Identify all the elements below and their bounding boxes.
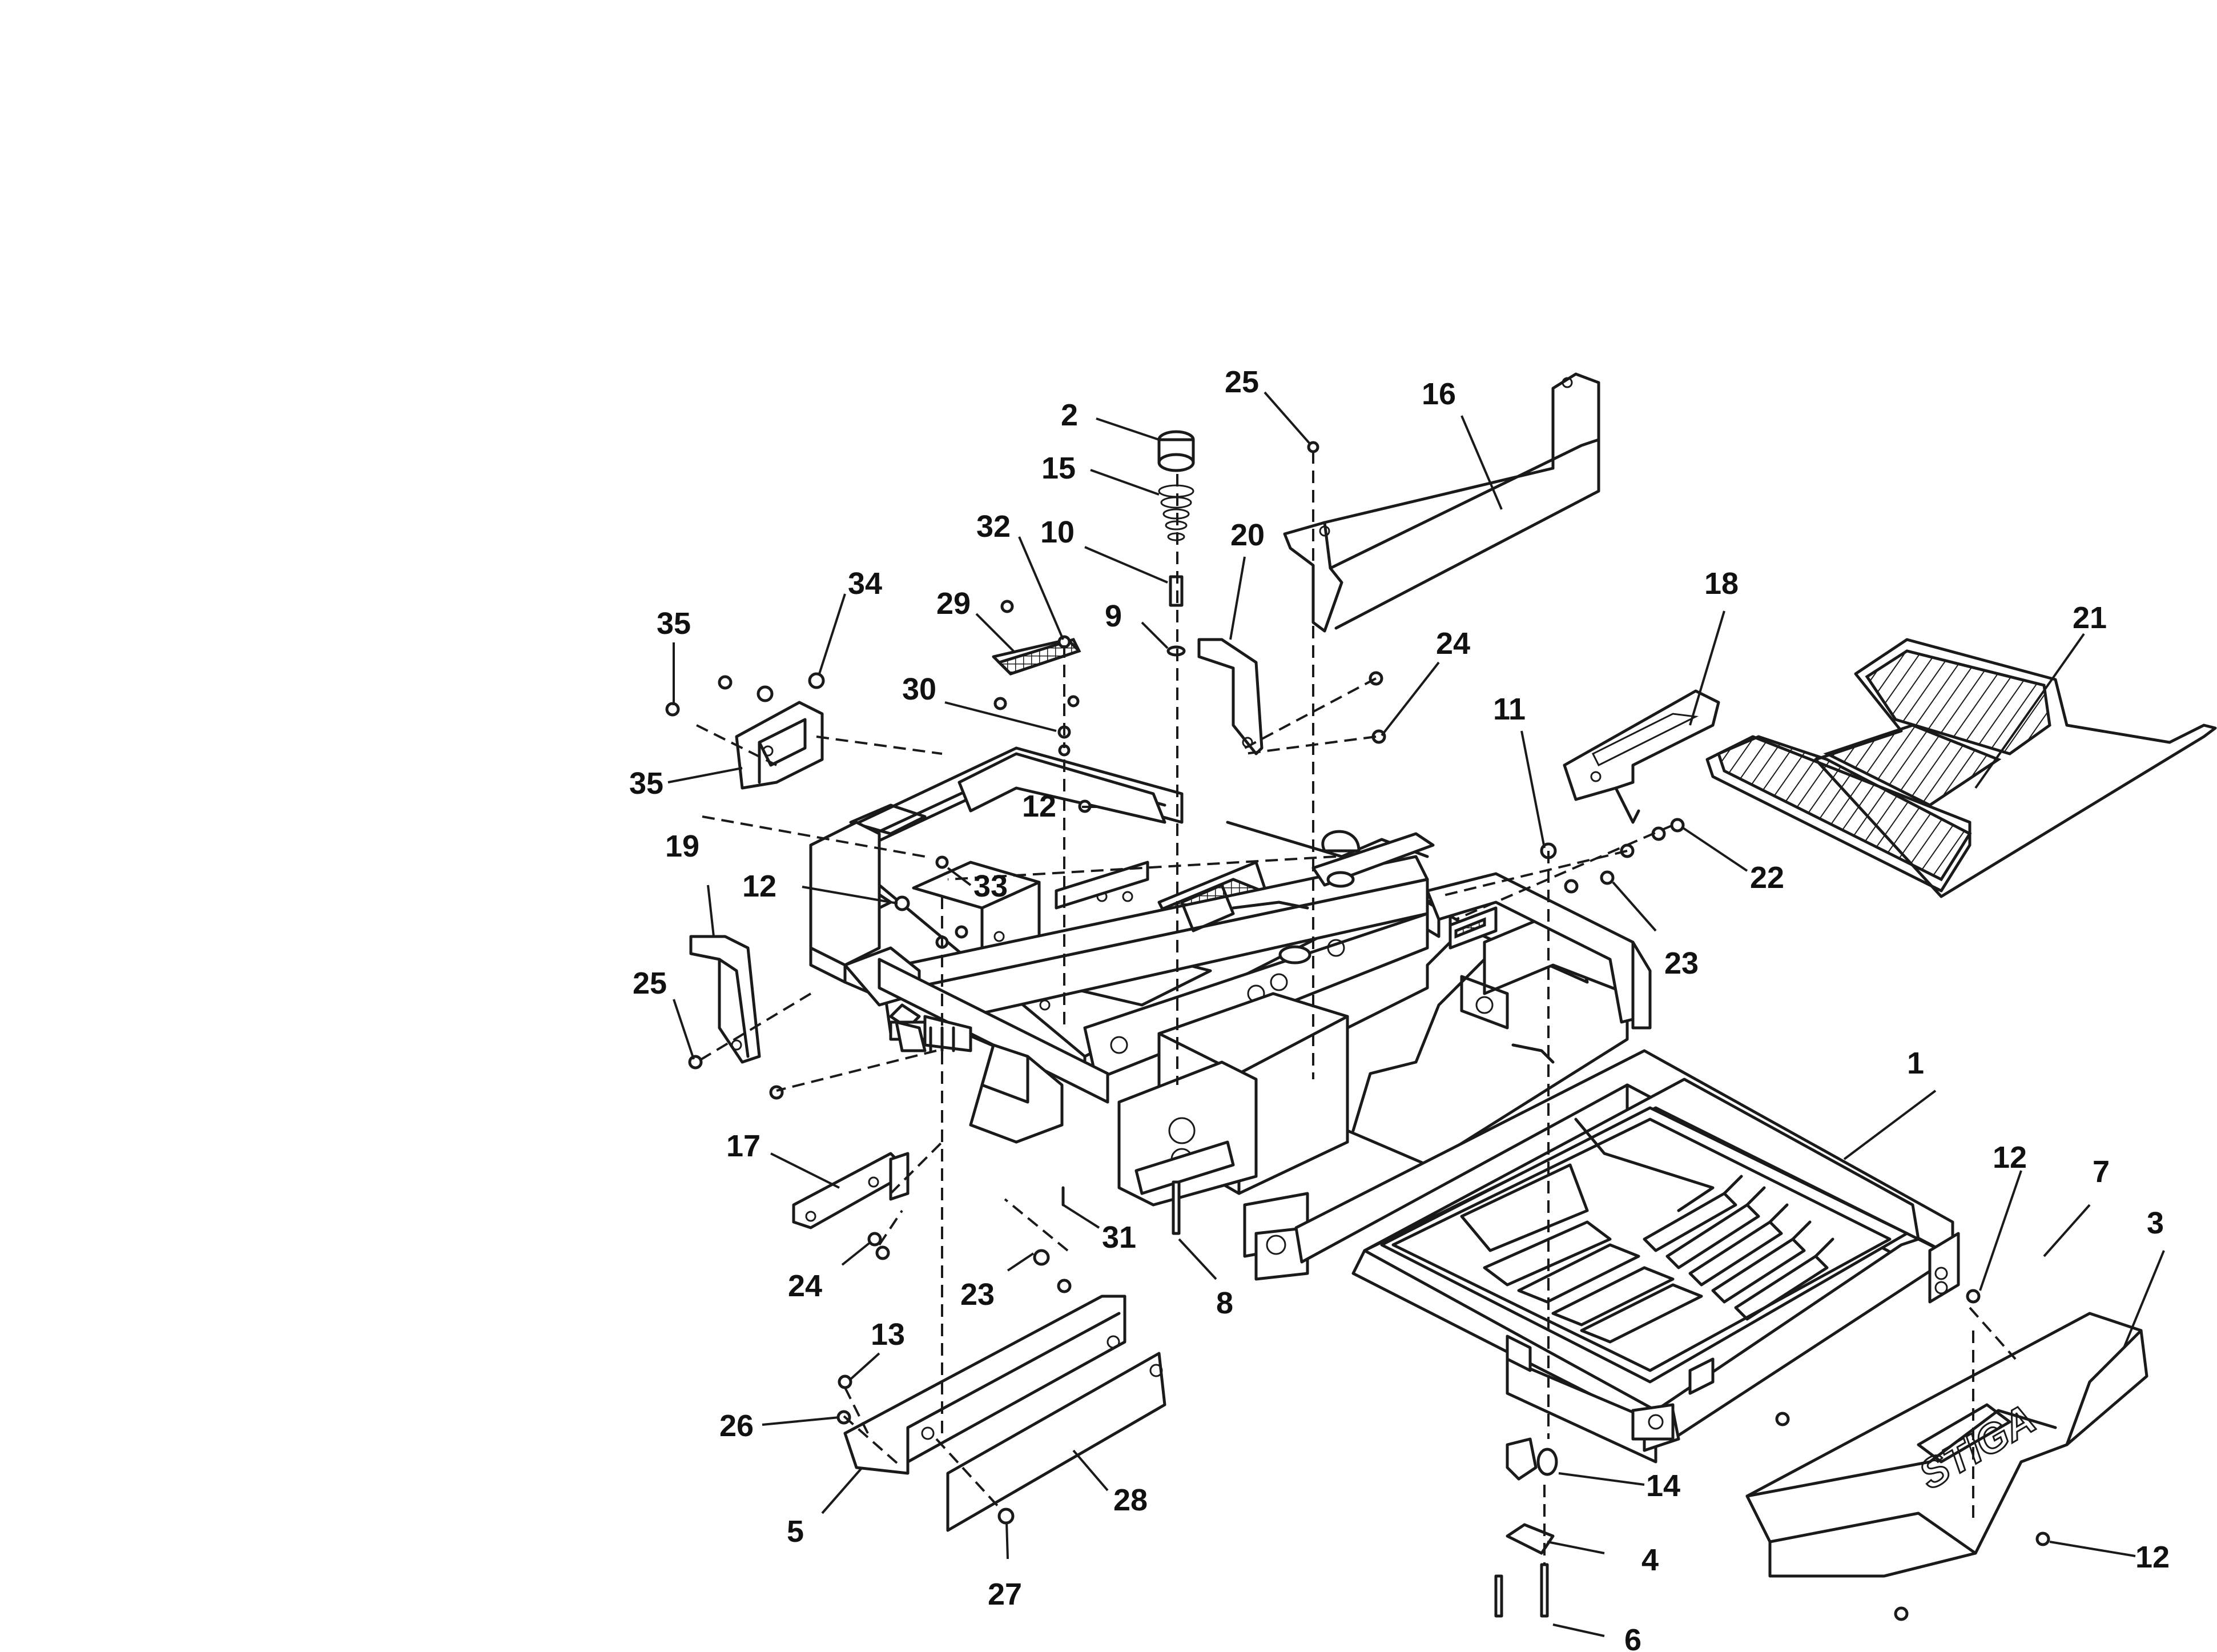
seat-frame-assembly xyxy=(849,752,1435,964)
callout-10: 10 xyxy=(1040,515,1075,549)
callout-12a: 12 xyxy=(1022,789,1056,823)
callout-25a: 24 xyxy=(1436,626,1470,661)
callout-12c: 12 xyxy=(2135,1540,2170,1574)
part-21-bracket xyxy=(1197,638,1264,755)
callout-8: 8 xyxy=(1216,1286,1233,1320)
front-left-assembly xyxy=(809,821,1109,1144)
callout-7: 7 xyxy=(2093,1155,2110,1189)
callout-35b: 35 xyxy=(657,606,691,641)
callout-30: 29 xyxy=(936,586,971,621)
callout-15: 14 xyxy=(1646,1469,1680,1503)
callout-28: 27 xyxy=(988,1577,1022,1611)
callout-11: 11 xyxy=(1493,692,1526,726)
callout-14: 13 xyxy=(871,1317,905,1352)
part-15-pivot-block xyxy=(1506,1437,1558,1481)
callout-31: 30 xyxy=(902,672,936,706)
callout-16: 15 xyxy=(1041,451,1076,485)
callout-22: 21 xyxy=(2073,601,2107,635)
callout-3: 3 xyxy=(2147,1206,2164,1240)
part-5-side-plate xyxy=(843,1295,1126,1475)
callout-5: 5 xyxy=(787,1514,804,1549)
callout-21: 20 xyxy=(1230,518,1265,552)
part-6-pin xyxy=(1494,1563,1549,1618)
callout-20: 19 xyxy=(665,829,699,863)
callout-4: 4 xyxy=(1641,1543,1659,1577)
part-3-front-bumper: STIGA xyxy=(1745,1312,2148,1578)
callout-17: 16 xyxy=(1422,377,1456,411)
callout-34: 33 xyxy=(973,869,1008,903)
callout-2: 2 xyxy=(1061,398,1078,432)
callout-18: 17 xyxy=(726,1129,761,1163)
callout-9: 9 xyxy=(1105,599,1122,633)
callout-24a: 23 xyxy=(1664,946,1699,980)
callout-12b: 12 xyxy=(742,869,776,903)
callout-23b: 23 xyxy=(960,1277,995,1312)
part-19-bracket xyxy=(1563,689,1720,824)
callout-36: 35 xyxy=(629,766,663,801)
part-2-cap xyxy=(1157,430,1195,472)
callout-25b: 25 xyxy=(633,966,667,1000)
part-18-bracket xyxy=(792,1152,910,1229)
part-20-bracket xyxy=(689,935,761,1064)
part-22-floor-mat xyxy=(1705,638,2217,898)
part-30-grid-plate xyxy=(992,637,1081,676)
callout-26: 25 xyxy=(1225,365,1259,399)
callouts: 1 2 3 4 5 6 7 8 9 10 11 12 12 12 12 13 1 xyxy=(629,365,2170,1652)
part-36-bracket xyxy=(735,701,824,790)
callout-24b: 24 xyxy=(788,1269,822,1303)
main-frame xyxy=(809,746,1960,1464)
callout-19: 18 xyxy=(1704,566,1739,601)
part-8-pin xyxy=(1172,1180,1181,1235)
callout-1: 1 xyxy=(1907,1046,1924,1080)
callout-27: 26 xyxy=(719,1409,754,1443)
callout-6: 6 xyxy=(1624,1623,1641,1652)
callout-33: 32 xyxy=(976,509,1011,544)
part-17-rear-bracket xyxy=(1283,372,1600,633)
callout-35a: 34 xyxy=(848,566,882,601)
callout-32: 31 xyxy=(1102,1220,1136,1255)
callout-23a: 22 xyxy=(1750,861,1784,895)
part-29-lower-plate xyxy=(946,1352,1166,1532)
assembly-lines xyxy=(695,451,2017,1565)
part-4-plate xyxy=(1506,1523,1555,1555)
callout-29: 28 xyxy=(1113,1483,1148,1517)
callout-13: 12 xyxy=(1993,1140,2027,1175)
